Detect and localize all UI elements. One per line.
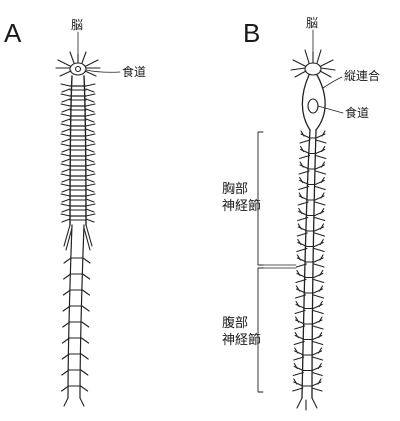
label-thoracic-ganglia: 胸部 神経節 — [222, 182, 262, 214]
label-abdominal-ganglia: 腹部 神経節 — [222, 316, 262, 348]
connective-left — [301, 74, 311, 131]
connective-right — [315, 74, 326, 131]
esophagus-ring-a — [74, 65, 82, 73]
panel-label-a: A — [4, 18, 22, 48]
abdominal-nerves-a — [61, 257, 91, 407]
esophagus-leader-a — [85, 69, 121, 73]
ladder-ganglia-a — [60, 83, 96, 223]
esophagus-leader-b — [317, 105, 344, 114]
label-brain-b: 脳 — [306, 16, 319, 30]
label-connective: 縦連合 — [344, 69, 381, 83]
connective-leader — [322, 76, 343, 89]
label-esophagus-a: 食道 — [122, 65, 147, 79]
panel-label-b: B — [243, 18, 261, 48]
label-esophagus-b: 食道 — [345, 106, 370, 120]
nerve-cord-a — [55, 31, 121, 407]
brain-b — [304, 62, 322, 76]
brain-a — [69, 62, 87, 76]
segmental-ganglia-b — [292, 130, 327, 411]
region-brackets — [257, 131, 297, 393]
esophagus-b — [307, 98, 319, 114]
label-brain-a: 脳 — [71, 18, 84, 32]
nerve-cord-b — [290, 29, 344, 411]
